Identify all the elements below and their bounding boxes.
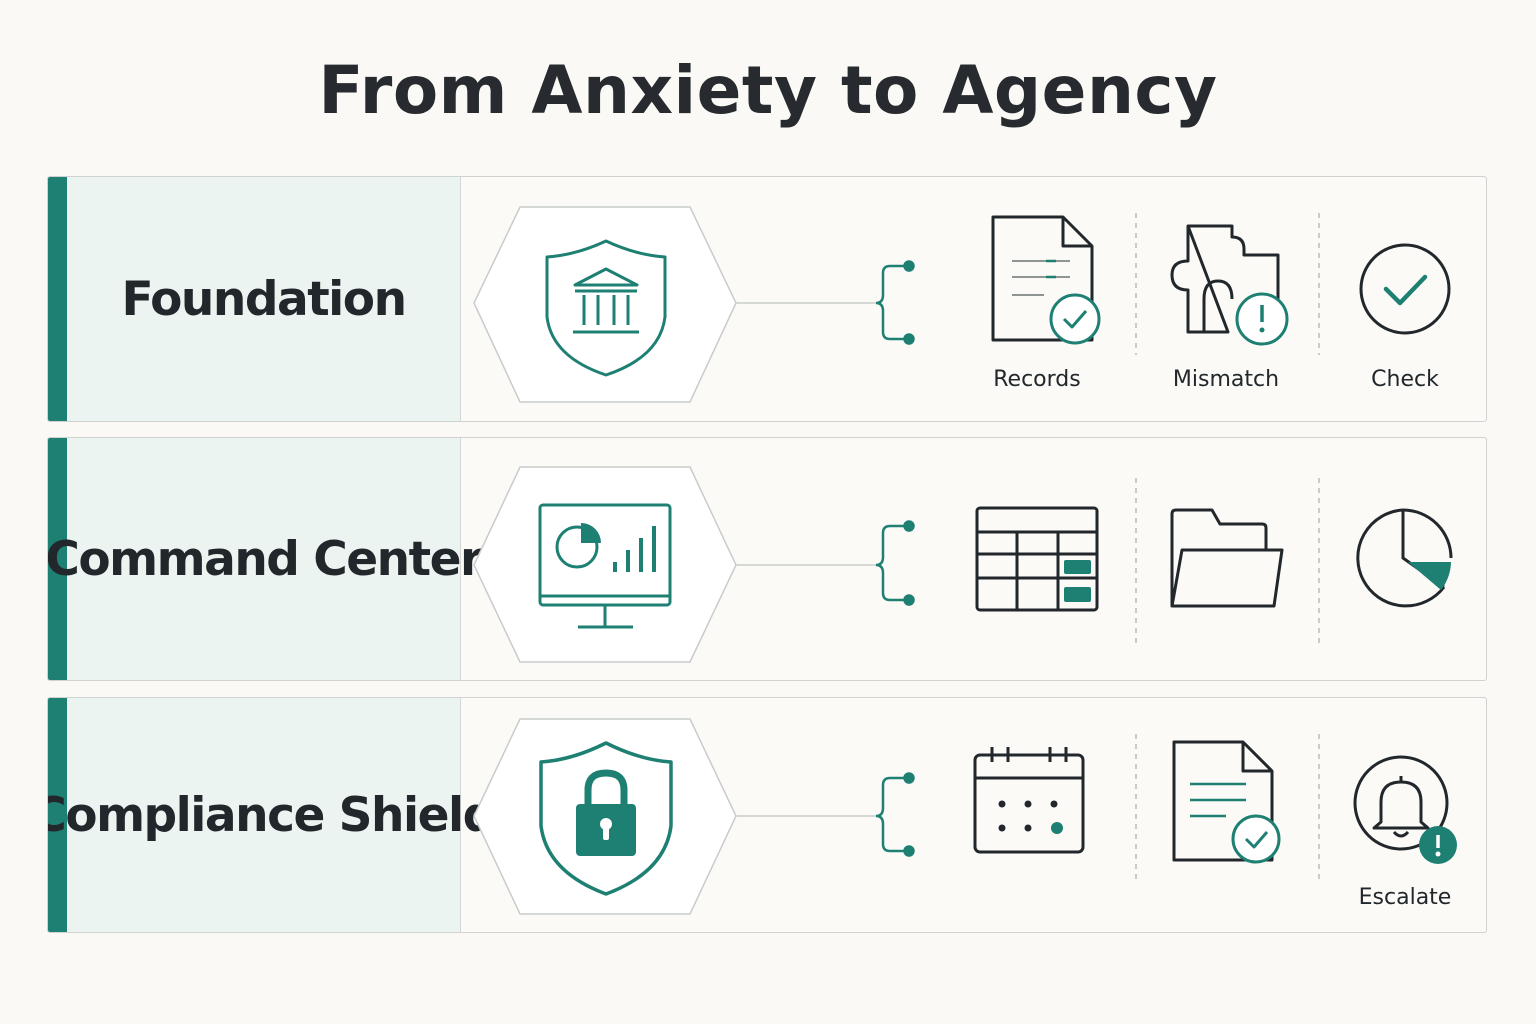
page-title: From Anxiety to Agency bbox=[318, 52, 1218, 129]
accent-bar bbox=[48, 438, 67, 680]
document-check-icon bbox=[991, 215, 1101, 345]
shield-bank-icon bbox=[545, 239, 667, 377]
row-title: Foundation bbox=[121, 271, 407, 327]
item-label-escalate: Escalate bbox=[1358, 885, 1452, 910]
monitor-dashboard-icon bbox=[538, 503, 672, 629]
row-foundation: Foundation bbox=[47, 176, 1487, 422]
row-title: Command Center bbox=[47, 531, 483, 587]
hexagon-badge bbox=[473, 466, 876, 663]
calendar-icon bbox=[973, 747, 1085, 854]
bell-alert-icon bbox=[1353, 755, 1457, 864]
bracket-connector bbox=[875, 772, 915, 857]
accent-bar bbox=[48, 698, 67, 932]
puzzle-alert-icon bbox=[1170, 224, 1289, 346]
row-label-panel: Command Center bbox=[47, 438, 483, 680]
document-check-icon bbox=[1172, 740, 1281, 864]
row-command-center: Command Center bbox=[47, 437, 1487, 681]
hexagon-badge bbox=[473, 718, 876, 915]
item-label-check: Check bbox=[1371, 367, 1439, 392]
item-label-records: Records bbox=[993, 367, 1081, 392]
item-label-mismatch: Mismatch bbox=[1172, 367, 1280, 392]
bracket-connector bbox=[875, 520, 915, 606]
row-title: Compliance Shield bbox=[47, 787, 496, 843]
bracket-connector bbox=[875, 260, 915, 345]
pie-chart-icon bbox=[1356, 508, 1453, 608]
hexagon-badge bbox=[473, 206, 876, 403]
accent-bar bbox=[48, 177, 67, 421]
folder-icon bbox=[1170, 508, 1284, 608]
check-circle-icon bbox=[1359, 243, 1451, 335]
row-label-panel: Foundation bbox=[48, 177, 461, 421]
row-compliance-shield: Compliance Shield bbox=[47, 697, 1487, 933]
shield-lock-icon bbox=[539, 741, 673, 896]
table-grid-icon bbox=[975, 506, 1099, 612]
row-label-panel: Compliance Shield bbox=[47, 698, 496, 932]
